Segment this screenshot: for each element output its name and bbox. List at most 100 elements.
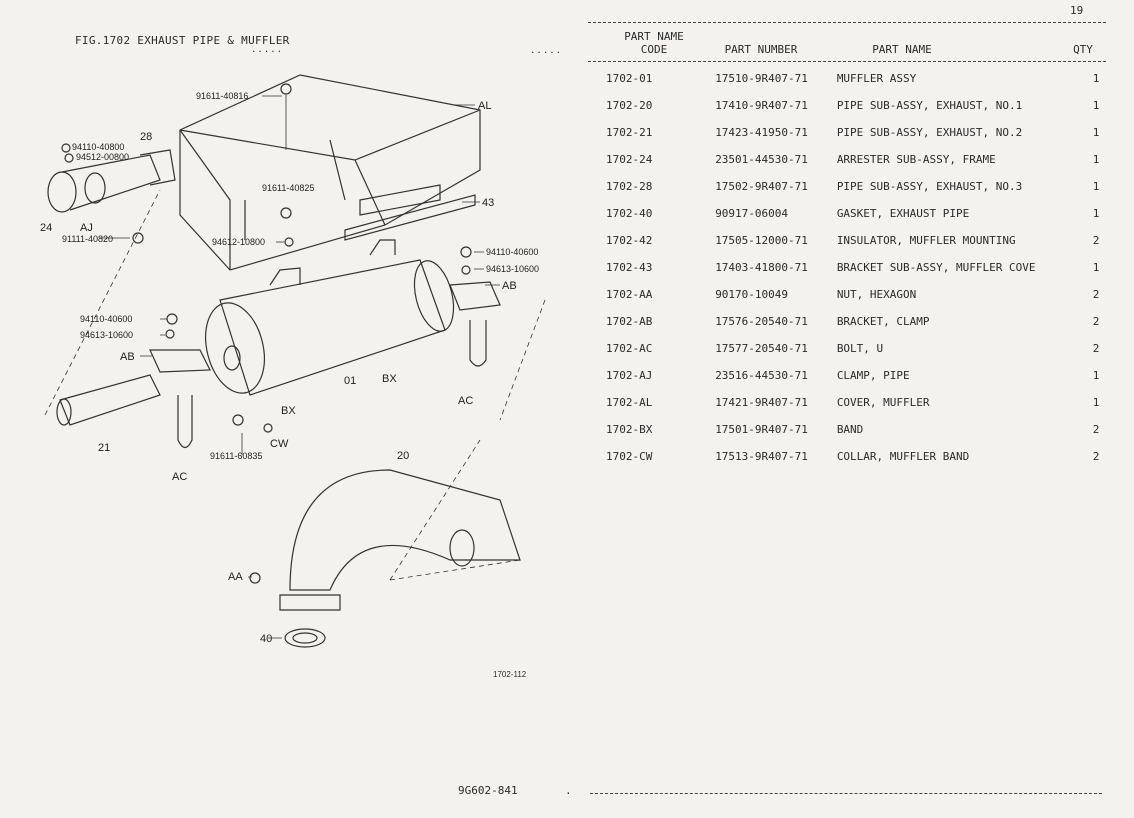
table-row: 1702-43 17403-41800-71 BRACKET SUB-ASSY, M… — [596, 254, 1106, 281]
callout-94613-10600-left: 94613-10600 — [80, 330, 133, 340]
callout-21: 21 — [98, 442, 110, 454]
part-qty: 1 — [1092, 72, 1100, 85]
bracket-43-shape — [344, 194, 476, 241]
table-row: 1702-AA 90170-10049 NUT, HEXAGON 2 — [596, 281, 1106, 308]
part-code: 1702-43 — [606, 261, 653, 274]
part-code: 1702-AJ — [606, 369, 653, 382]
table-row: 1702-AJ 23516-44530-71 CLAMP, PIPE 1 — [596, 362, 1106, 389]
part-code: 1702-20 — [606, 99, 653, 112]
part-name: PIPE SUB-ASSY, EXHAUST, NO.3 — [836, 180, 1023, 193]
part-name: ARRESTER SUB-ASSY, FRAME — [836, 153, 996, 166]
part-code: 1702-BX — [606, 423, 653, 436]
exhaust-muffler-diagram: 91611-40816 AL 28 94110-40800 94512-0080… — [40, 74, 546, 648]
part-code: 1702-AA — [606, 288, 653, 301]
pipe-21-shape — [59, 374, 161, 426]
figure-reference-code: 1702-112 — [493, 670, 527, 679]
part-name: CLAMP, PIPE — [836, 369, 910, 382]
callout-94110-40800: 94110-40800 — [72, 142, 124, 152]
callout-40: 40 — [260, 633, 272, 645]
callout-94110-40600-right: 94110-40600 — [486, 247, 538, 257]
part-qty: 1 — [1092, 396, 1100, 409]
page-number: 19 — [1070, 4, 1084, 17]
part-name: BRACKET, CLAMP — [836, 315, 930, 328]
callout-aj: AJ — [80, 222, 93, 234]
part-qty: 2 — [1092, 288, 1100, 301]
part-code: 1702-21 — [606, 126, 653, 139]
part-number: 23501-44530-71 — [715, 153, 808, 166]
callout-91111-40820: 91111-40820 — [62, 234, 113, 244]
table-top-rule — [588, 22, 1106, 23]
footer-dot: . — [565, 784, 572, 797]
part-code: 1702-AL — [606, 396, 653, 409]
callout-24: 24 — [40, 222, 52, 234]
callout-aa: AA — [228, 571, 243, 583]
part-name: BRACKET SUB-ASSY, MUFFLER COVE — [836, 261, 1036, 274]
callout-94110-40600-left: 94110-40600 — [80, 314, 132, 324]
part-qty: 1 — [1092, 99, 1100, 112]
part-name: INSULATOR, MUFFLER MOUNTING — [836, 234, 1016, 247]
parts-table: 1702-01 17510-9R407-71 MUFFLER ASSY 1 1702-… — [596, 65, 1106, 470]
callout-94512-00800: 94512-00800 — [76, 152, 129, 162]
part-number: 90917-06004 — [715, 207, 789, 220]
part-code: 1702-40 — [606, 207, 653, 220]
part-number: 90170-10049 — [715, 288, 789, 301]
part-number: 17576-20540-71 — [715, 315, 808, 328]
header-code-line2: CODE — [640, 43, 668, 56]
callout-94613-10600-right: 94613-10600 — [486, 264, 539, 274]
muffler-cover-shape — [179, 74, 481, 271]
figure-title: FIG.1702 EXHAUST PIPE & MUFFLER — [75, 34, 290, 47]
part-code: 1702-CW — [606, 450, 653, 463]
part-qty: 2 — [1092, 315, 1100, 328]
figure-title-dots: ..... — [251, 45, 284, 55]
callout-28: 28 — [140, 131, 152, 143]
table-row: 1702-AC 17577-20540-71 BOLT, U 2 — [596, 335, 1106, 362]
part-qty: 2 — [1092, 234, 1100, 247]
part-code: 1702-42 — [606, 234, 653, 247]
callout-91611-40825: 91611-40825 — [262, 183, 314, 193]
part-name: MUFFLER ASSY — [836, 72, 917, 85]
callout-al: AL — [478, 100, 491, 112]
part-number: 17502-9R407-71 — [715, 180, 808, 193]
callout-bx-right: BX — [382, 373, 397, 385]
part-number: 17505-12000-71 — [715, 234, 808, 247]
table-row: 1702-20 17410-9R407-71 PIPE SUB-ASSY, EXHA… — [596, 92, 1106, 119]
callout-ac-left: AC — [172, 471, 187, 483]
part-qty: 1 — [1092, 261, 1100, 274]
part-code: 1702-AC — [606, 342, 653, 355]
part-name: NUT, HEXAGON — [836, 288, 917, 301]
table-header-rule — [588, 61, 1106, 62]
callout-ab-right: AB — [502, 280, 517, 292]
part-number: 17423-41950-71 — [715, 126, 808, 139]
part-number: 17403-41800-71 — [715, 261, 808, 274]
part-number: 17410-9R407-71 — [715, 99, 808, 112]
part-qty: 1 — [1092, 180, 1100, 193]
part-number: 17513-9R407-71 — [715, 450, 808, 463]
footer-document-code: 9G602-841 — [458, 784, 518, 797]
part-code: 1702-01 — [606, 72, 653, 85]
part-number: 23516-44530-71 — [715, 369, 808, 382]
header-part-name: PART NAME — [872, 43, 932, 56]
callout-91611-40816: 91611-40816 — [196, 91, 248, 101]
part-name: BOLT, U — [836, 342, 884, 355]
part-number: 17510-9R407-71 — [715, 72, 808, 85]
part-qty: 2 — [1092, 450, 1100, 463]
part-qty: 2 — [1092, 423, 1100, 436]
callout-94612-10800: 94612-10800 — [212, 237, 265, 247]
table-row: 1702-42 17505-12000-71 INSULATOR, MUFFLER … — [596, 227, 1106, 254]
part-qty: 1 — [1092, 126, 1100, 139]
callout-cw: CW — [270, 438, 289, 450]
header-qty: QTY — [1073, 43, 1093, 56]
part-name: GASKET, EXHAUST PIPE — [836, 207, 970, 220]
callout-20: 20 — [397, 450, 409, 462]
part-name: PIPE SUB-ASSY, EXHAUST, NO.1 — [836, 99, 1023, 112]
callout-bx-left: BX — [281, 405, 296, 417]
part-number: 17577-20540-71 — [715, 342, 808, 355]
part-qty: 2 — [1092, 342, 1100, 355]
part-number: 17421-9R407-71 — [715, 396, 808, 409]
part-qty: 1 — [1092, 369, 1100, 382]
